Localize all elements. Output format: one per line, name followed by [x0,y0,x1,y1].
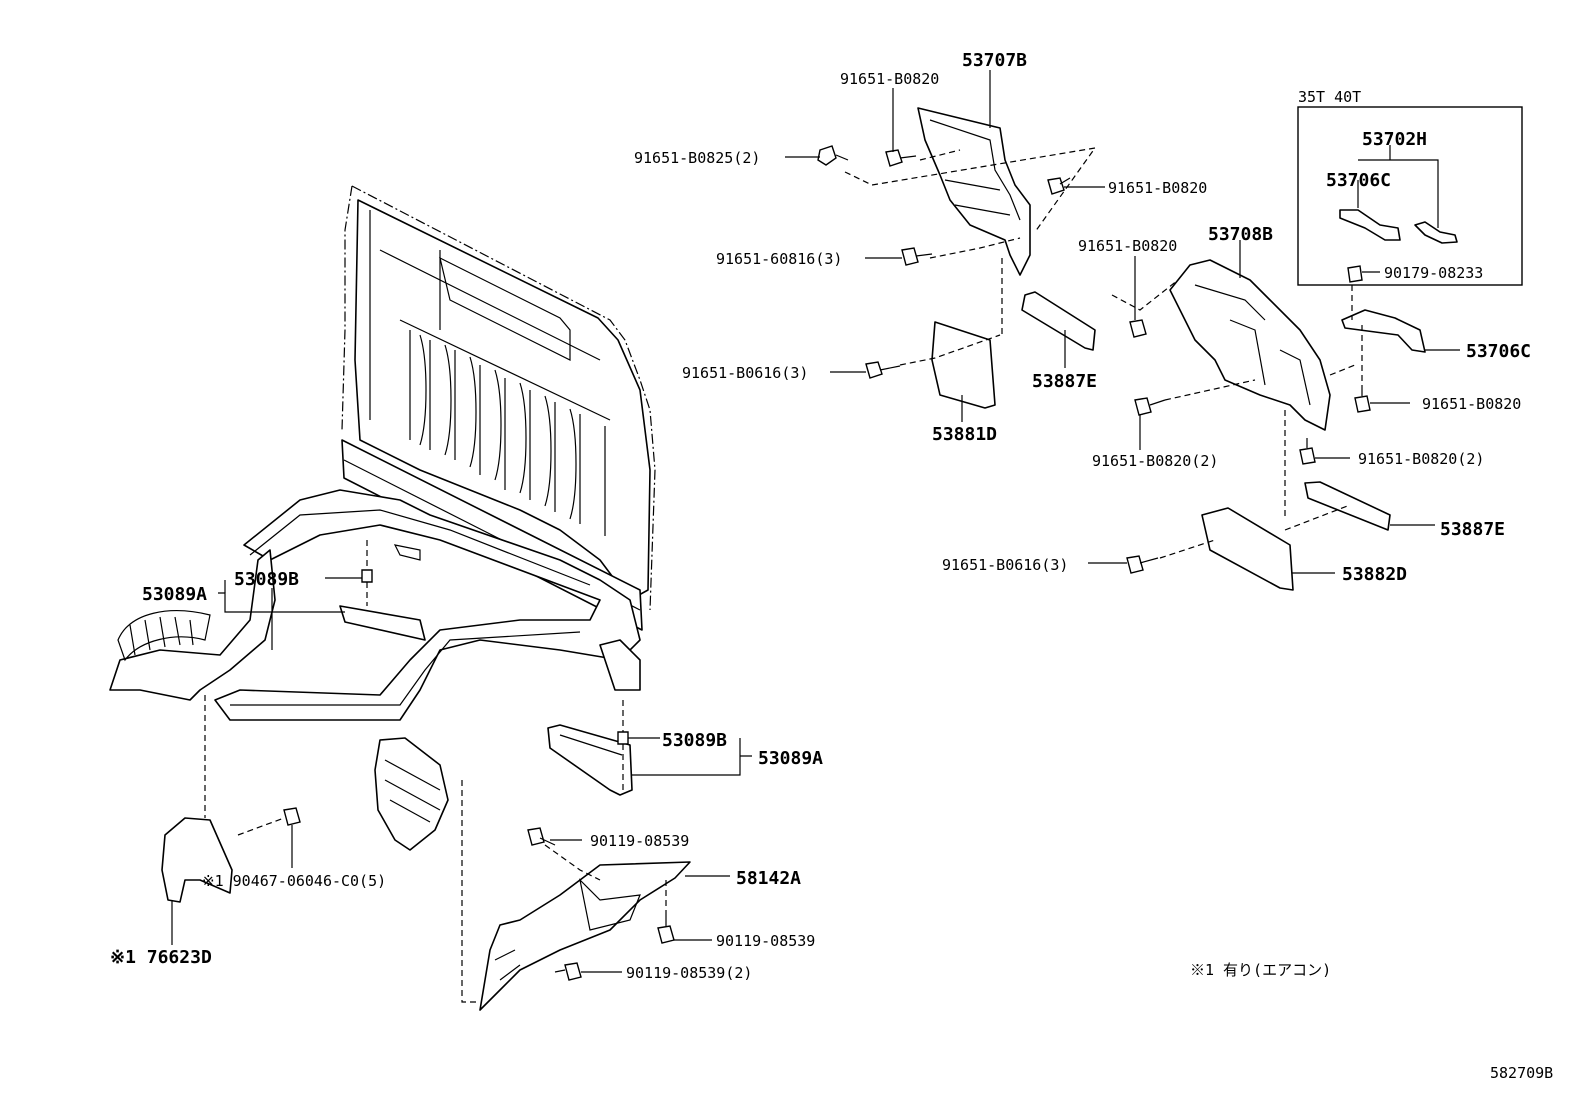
bolt-icon [1129,319,1147,338]
plate-53882D [1201,507,1294,591]
variant-box-title: 35T 40T [1298,88,1361,106]
bolt-icon [554,962,582,981]
bolt-icon [657,910,675,944]
assembly-lines [204,147,1363,1003]
diagram-id: 582709B [1490,1064,1553,1082]
label-53706C: 53706C [1466,341,1531,362]
bolt-icon [901,247,933,266]
label-53708B: 53708B [1208,224,1273,245]
label-53706C: 53706C [1326,170,1391,191]
bolt-icon [283,807,301,826]
bolt-icon [885,149,917,167]
part-labels: 53707B 91651-B0820 91651-B0825(2) 91651-… [110,50,1553,1082]
label-91651-B0616: 91651-B0616(3) [942,556,1068,574]
label-91651-B0616: 91651-B0616(3) [682,364,808,382]
label-90467-06046-C0: ※1 90467-06046-C0(5) [202,872,386,890]
bolts [283,145,1371,981]
label-53089A: 53089A [758,748,823,769]
bolt-icon [1354,385,1371,413]
label-90179-08233: 90179-08233 [1384,264,1483,282]
shield-53707B [917,107,1031,276]
label-91651-B0820: 91651-B0820 [1108,179,1207,197]
label-53881D: 53881D [932,424,997,445]
label-53089A: 53089A [142,584,207,605]
label-90119-08539: 90119-08539 [590,832,689,850]
label-90119-08539-2: 90119-08539(2) [626,964,752,982]
label-58142A: 58142A [736,868,801,889]
label-91651-B0820-2: 91651-B0820(2) [1358,450,1484,468]
bracket-53706C [1341,309,1426,353]
label-53702H: 53702H [1362,129,1427,150]
front-frame-assembly [109,185,656,721]
lower-center-parts [374,724,691,1011]
label-91651-B0820: 91651-B0820 [1078,237,1177,255]
strip-53887E-a [1021,291,1096,351]
bolt-icon [1047,177,1071,195]
label-76623D: ※1 76623D [110,947,212,968]
bolt-icon [1347,265,1363,283]
bolt-icon [617,731,629,745]
label-53089B: 53089B [234,569,299,590]
label-53887E: 53887E [1032,371,1097,392]
bolt-icon [817,145,849,166]
label-53089B: 53089B [662,730,727,751]
bolt-icon [361,569,373,583]
label-91651-B0820: 91651-B0820 [1422,395,1521,413]
bolt-icon [1126,555,1159,574]
plate-53881D [931,321,996,409]
label-91651-B0820-2: 91651-B0820(2) [1092,452,1218,470]
label-90119-08539: 90119-08539 [716,932,815,950]
strip-53887E-b [1304,481,1391,531]
label-53707B: 53707B [962,50,1027,71]
label-91651-B0825: 91651-B0825(2) [634,149,760,167]
footnote: ※1 有り(エアコン) [1190,961,1331,979]
label-91651-B0820: 91651-B0820 [840,70,939,88]
label-91651-60816: 91651-60816(3) [716,250,842,268]
bolt-icon [1134,397,1166,416]
label-53887E: 53887E [1440,519,1505,540]
bolt-icon [1299,438,1316,465]
label-53882D: 53882D [1342,564,1407,585]
bolt-icon [865,361,901,379]
variant-box [1297,106,1523,286]
leader-lines [171,70,1460,973]
shield-53708B [1169,259,1331,431]
bolt-icon [527,827,556,846]
mud-guard-76623D [161,817,233,903]
